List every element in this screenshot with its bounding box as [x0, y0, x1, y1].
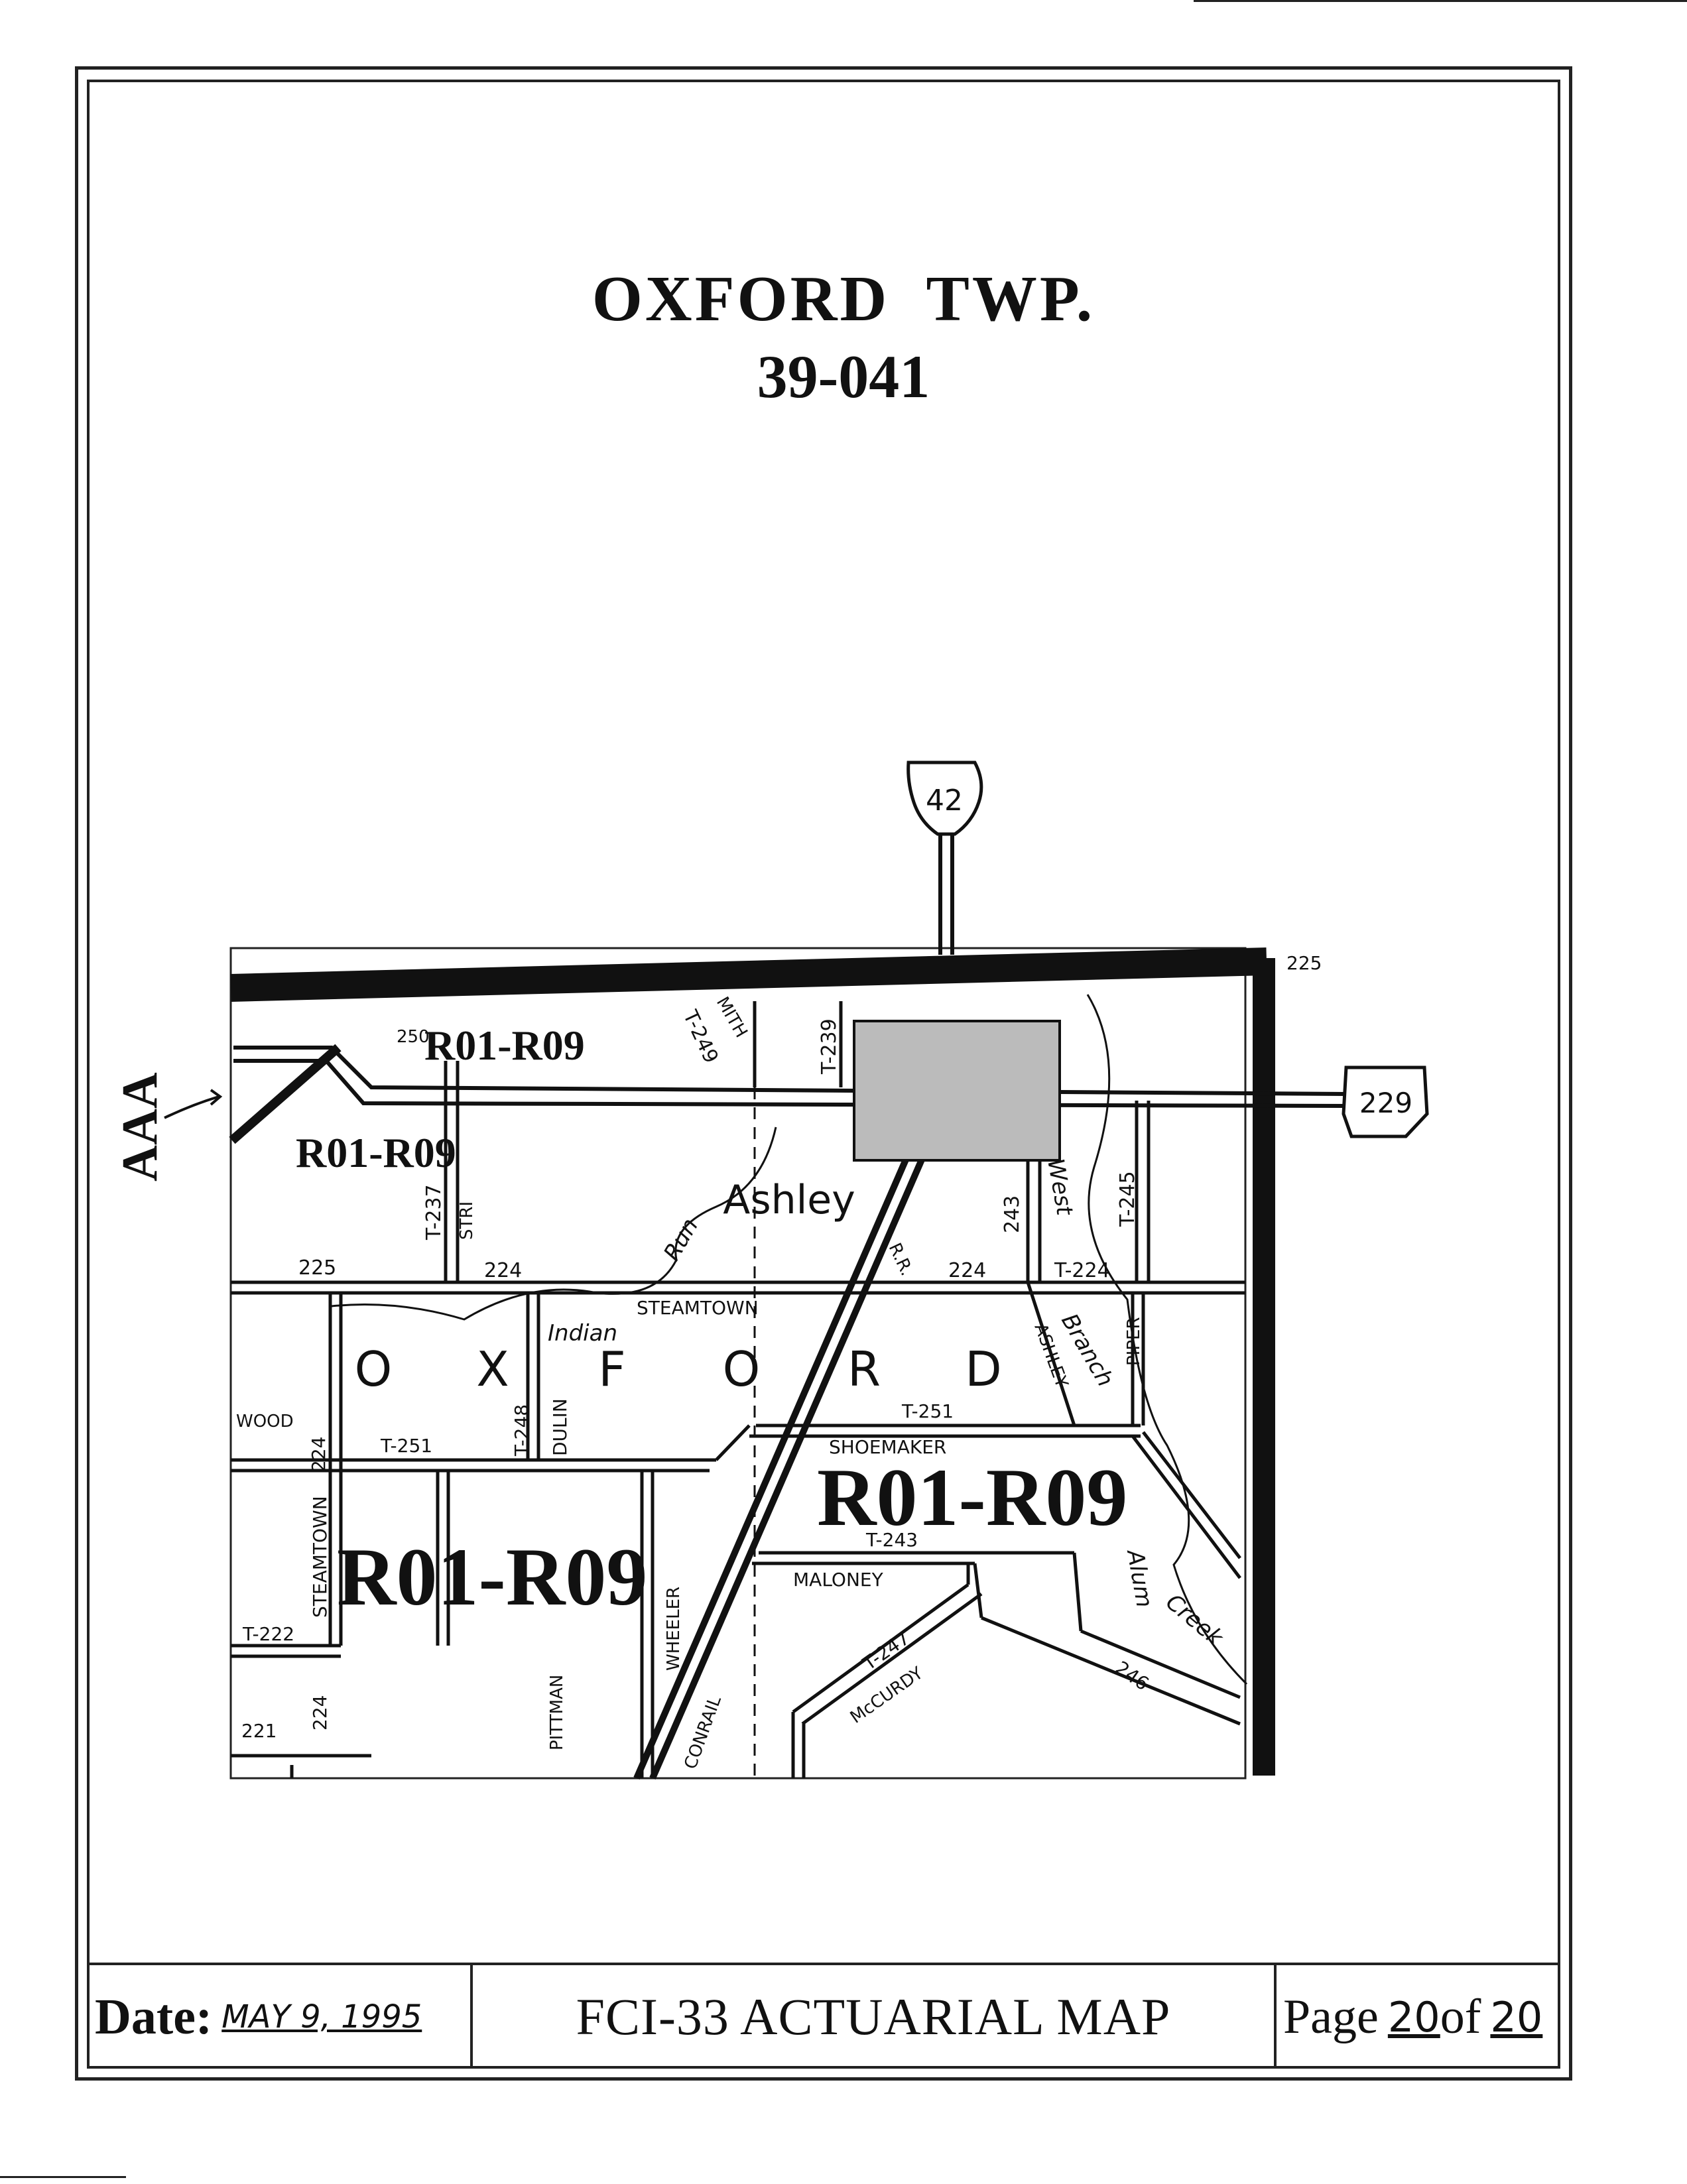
road-label: 224 [484, 1259, 522, 1282]
road-label: T-248 [511, 1404, 532, 1457]
road-label: STEAMTOWN [637, 1297, 759, 1319]
us42-label: 42 [926, 784, 963, 818]
road-label: T-251 [380, 1435, 432, 1457]
zone-label-2: R01-R09 [296, 1129, 456, 1176]
page-cell: Page 20 of 20 [1277, 1965, 1558, 2069]
road-label: WHEELER [664, 1587, 684, 1671]
page-of: of [1440, 1989, 1481, 2044]
page-total: 20 [1490, 1992, 1543, 2041]
township-code: 39-041 [757, 343, 930, 410]
road-label: T-222 [242, 1623, 294, 1645]
road-label: 243 [1001, 1195, 1024, 1233]
road-label: T-245 [1116, 1171, 1139, 1227]
road-label: MALONEY [793, 1569, 884, 1591]
road-label: 224 [948, 1259, 986, 1282]
road-network [231, 1001, 1245, 1778]
township-letter-x: X [476, 1341, 509, 1397]
railroad-b [649, 1113, 945, 1780]
bottom-edge-line [0, 2176, 126, 2178]
us42-shield [906, 760, 983, 836]
stream-label: Indian [548, 1320, 617, 1347]
side-marks: AAA [112, 1072, 168, 1182]
doc-title: FCI-33 ACTUARIAL MAP [576, 1988, 1171, 2045]
sr229-shield [1342, 1065, 1429, 1138]
road-label: T-251 [901, 1400, 954, 1422]
ashley-town [853, 1020, 1061, 1162]
township-letter-d: D [965, 1341, 1001, 1397]
railroad [633, 1113, 929, 1780]
date-value: MAY 9, 1995 [221, 1998, 422, 2035]
road-label: 224 [308, 1437, 330, 1472]
title-block: Date: MAY 9, 1995 FCI-33 ACTUARIAL MAP P… [87, 1963, 1560, 2069]
road-label: STRI [457, 1201, 477, 1240]
road-label: PIPER [1124, 1317, 1144, 1366]
road-label: 225 [298, 1256, 336, 1280]
road-label: DULIN [549, 1398, 571, 1456]
road-label: T-243 [865, 1529, 918, 1551]
date-cell: Date: MAY 9, 1995 [87, 1965, 473, 2069]
road-label: SHOEMAKER [829, 1436, 946, 1458]
page-number: 20 [1387, 1992, 1440, 2041]
date-label: Date: [95, 1988, 213, 2045]
arrow-mark-head [210, 1089, 223, 1106]
sr229-label: 229 [1359, 1087, 1412, 1119]
north-boundary [230, 947, 1267, 1002]
road-label: T-237 [422, 1184, 446, 1241]
road-label: 250 [397, 1027, 430, 1047]
zone-label-4: R01-R09 [337, 1532, 647, 1622]
outer-frame [75, 66, 1572, 2081]
page-label: Page [1283, 1989, 1379, 2044]
township-title: OXFORD TWP. [592, 263, 1095, 335]
place-label: Ashley [723, 1177, 855, 1223]
road-label: T-224 [1054, 1259, 1110, 1282]
zone-label-1: R01-R09 [424, 1022, 585, 1069]
inner-frame [87, 80, 1560, 2069]
road-label: 221 [241, 1720, 277, 1742]
arrow-mark [164, 1095, 219, 1119]
stream [331, 1126, 777, 1321]
township-letter-o: O [355, 1341, 393, 1397]
road-label: STEAMTOWN [309, 1496, 331, 1618]
township-letter-f: F [598, 1341, 625, 1397]
road-label: WOOD [236, 1412, 294, 1431]
diagonal-road [229, 1044, 342, 1144]
zone-label-3: R01-R09 [817, 1452, 1127, 1543]
road-label: 224 [309, 1695, 331, 1730]
top-edge-line [1194, 0, 1687, 2]
road-label: 225 [1286, 952, 1322, 974]
township-letter-r: R [847, 1341, 881, 1397]
stream-east [1086, 994, 1248, 1685]
township-letter-o2: O [723, 1341, 761, 1397]
doc-title-cell: FCI-33 ACTUARIAL MAP [473, 1965, 1277, 2069]
road-label: PITTMAN [547, 1675, 567, 1750]
road-label: T-239 [818, 1018, 841, 1075]
